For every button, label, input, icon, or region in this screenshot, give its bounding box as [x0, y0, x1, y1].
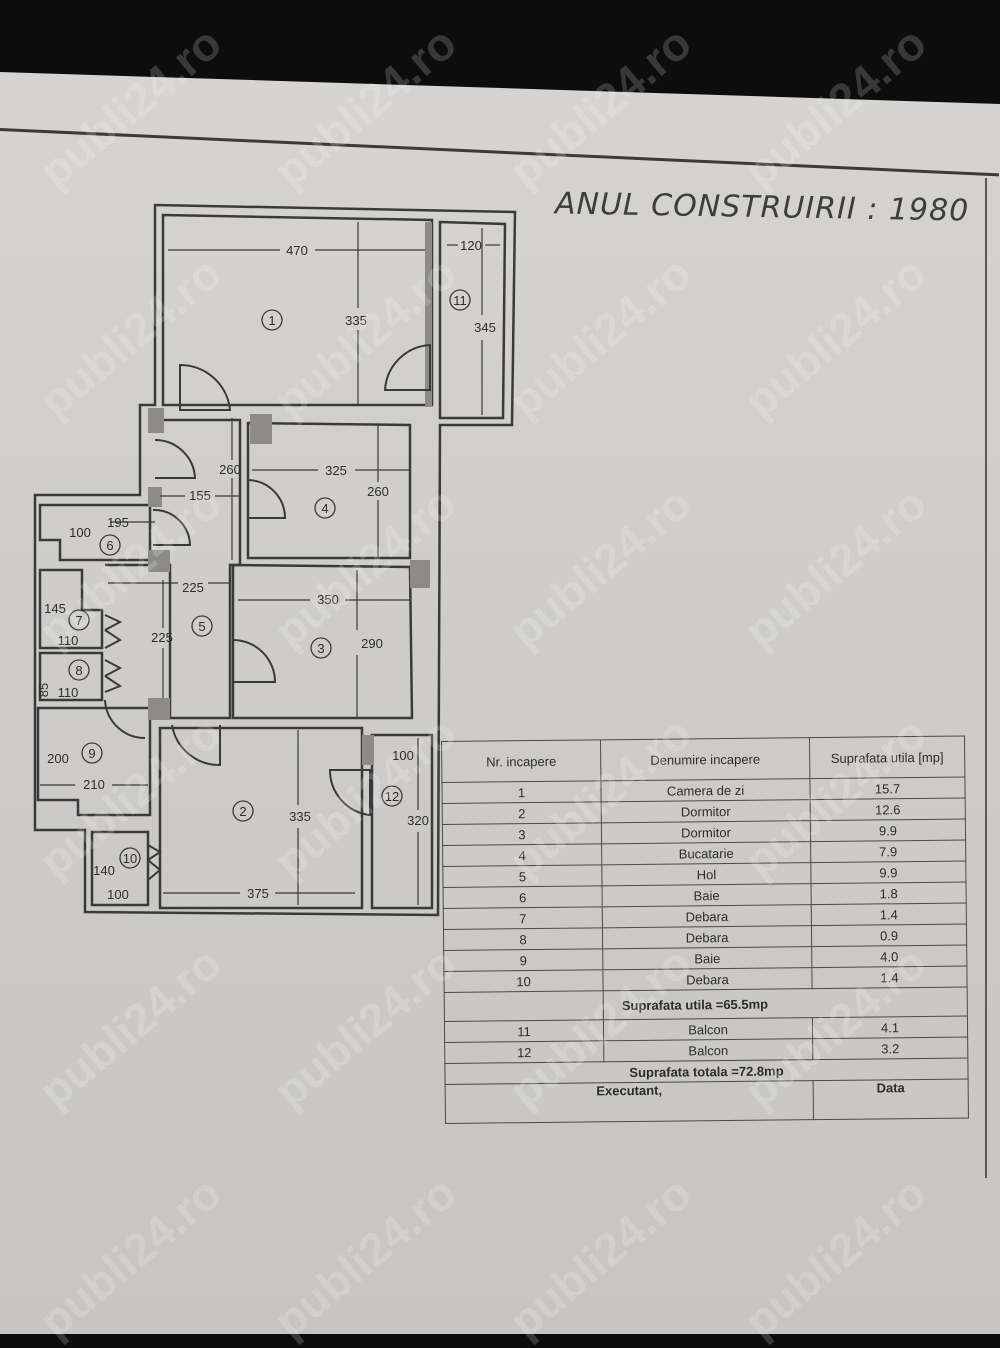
room-area: 0.9: [811, 924, 967, 947]
svg-text:470: 470: [286, 243, 308, 258]
room-number: 8: [443, 927, 603, 951]
svg-text:335: 335: [289, 809, 311, 824]
room-name: Debara: [602, 967, 813, 991]
room-number: 12: [444, 1040, 604, 1064]
room-area: 7.9: [810, 840, 966, 863]
svg-text:1: 1: [268, 313, 275, 328]
svg-text:9: 9: [88, 746, 95, 761]
svg-text:5: 5: [198, 619, 205, 634]
room-area: 1.4: [811, 966, 968, 989]
signature-row: Executant, Data: [445, 1078, 969, 1124]
room-number: 7: [443, 906, 603, 930]
svg-text:200: 200: [47, 751, 69, 766]
room-number: 4: [442, 843, 602, 867]
svg-text:85: 85: [36, 683, 51, 697]
svg-text:145: 145: [44, 601, 66, 616]
svg-text:7: 7: [75, 613, 82, 628]
svg-text:225: 225: [182, 580, 204, 595]
svg-text:325: 325: [325, 463, 347, 478]
svg-text:8: 8: [75, 663, 82, 678]
room-name: Camera de zi: [600, 778, 811, 802]
room-number: 6: [443, 885, 603, 909]
room-name: Hol: [601, 862, 812, 886]
svg-text:100: 100: [69, 525, 91, 540]
svg-text:11: 11: [453, 293, 467, 308]
room-area: 1.4: [811, 903, 967, 926]
svg-text:100: 100: [392, 748, 414, 763]
svg-text:10: 10: [123, 851, 137, 866]
table-header-row: Nr. incapere Denumire incapere Suprafata…: [441, 736, 965, 783]
svg-text:290: 290: [361, 636, 383, 651]
svg-text:260: 260: [367, 484, 389, 499]
date-label: Data: [813, 1078, 969, 1120]
svg-text:320: 320: [407, 813, 429, 828]
room-number: 2: [442, 801, 602, 825]
subtotal-empty-cell: [444, 990, 604, 1022]
svg-text:155: 155: [189, 488, 211, 503]
svg-text:2: 2: [239, 804, 246, 819]
room-number: 1: [441, 780, 602, 804]
svg-text:12: 12: [385, 789, 399, 804]
svg-text:335: 335: [345, 313, 367, 328]
room-area: 15.7: [809, 777, 966, 800]
svg-text:3: 3: [317, 641, 324, 656]
room-area: 9.9: [810, 861, 967, 884]
svg-text:375: 375: [247, 886, 269, 901]
room-number: 10: [443, 969, 604, 993]
svg-text:100: 100: [107, 887, 129, 902]
svg-text:140: 140: [93, 863, 115, 878]
svg-text:350: 350: [317, 592, 339, 607]
svg-text:195: 195: [107, 515, 129, 530]
header-room-number: Nr. incapere: [441, 739, 601, 783]
svg-text:6: 6: [106, 538, 113, 553]
svg-text:345: 345: [474, 320, 496, 335]
room-name: Baie: [602, 883, 812, 907]
room-name: Balcon: [603, 1017, 813, 1041]
header-usable-area: Suprafata utila [mp]: [809, 736, 965, 779]
header-room-name: Denumire incapere: [600, 737, 810, 781]
room-name: Dormitor: [601, 799, 811, 823]
room-number: 9: [443, 948, 603, 972]
usable-area-subtotal: Suprafata utila =65.5mp: [603, 987, 968, 1020]
room-area: 4.0: [811, 945, 967, 968]
room-name: Balcon: [603, 1038, 813, 1062]
executant-label: Executant,: [445, 1080, 814, 1124]
room-area: 1.8: [811, 882, 967, 905]
room-name: Dormitor: [601, 820, 811, 844]
room-name: Baie: [602, 946, 812, 970]
svg-text:225: 225: [151, 630, 173, 645]
room-number: 3: [442, 822, 602, 846]
room-area: 4.1: [812, 1016, 968, 1039]
svg-text:210: 210: [83, 777, 105, 792]
room-area-table: Nr. incapere Denumire incapere Suprafata…: [441, 736, 969, 1124]
svg-text:120: 120: [460, 238, 482, 253]
svg-text:110: 110: [58, 685, 79, 700]
room-number: 11: [444, 1019, 604, 1043]
room-name: Bucatarie: [601, 841, 811, 865]
svg-text:4: 4: [321, 501, 328, 516]
svg-text:110: 110: [58, 633, 79, 648]
room-area: 12.6: [810, 798, 966, 821]
room-name: Debara: [602, 925, 812, 949]
room-area: 9.9: [810, 819, 966, 842]
room-number: 5: [442, 864, 603, 888]
svg-text:260: 260: [219, 462, 241, 477]
room-name: Debara: [602, 904, 812, 928]
room-area: 3.2: [812, 1037, 968, 1060]
frame-border-right: [985, 178, 987, 1178]
